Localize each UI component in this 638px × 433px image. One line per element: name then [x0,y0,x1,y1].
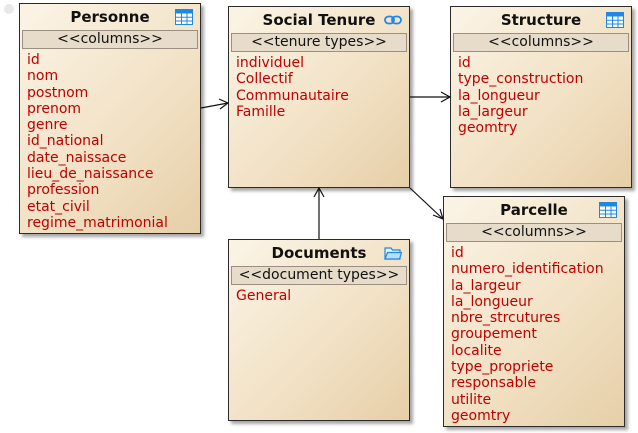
attribute-item: geomtry [458,120,518,137]
entity-structure[interactable]: Structure <<columns>> id type_constructi… [450,6,632,188]
attribute-item: postnom [27,84,89,101]
entity-parcelle[interactable]: Parcelle <<columns>> id numero_identific… [443,196,625,427]
attribute-item: General [236,288,292,304]
link-icon [384,15,402,25]
attribute-item: prenom [27,100,82,117]
attribute-list: id type_construction la_longueur la_larg… [451,55,631,136]
folder-icon [384,247,402,260]
arrowhead [440,91,452,103]
attribute-item: date_naissace [27,149,127,166]
attribute-item: la_longueur [451,293,533,310]
attribute-item: geomtry [451,407,511,424]
attribute-item: id [451,245,464,261]
entity-title-text: Documents [271,244,367,262]
stereotype-label: <<columns>> [453,33,629,52]
stereotype-label: <<tenure types>> [231,33,407,52]
edge-personne-to-social-tenure [200,102,229,109]
table-icon [175,9,193,25]
edge-social-tenure-to-parcelle [409,187,444,220]
arrowhead [313,186,325,198]
attribute-item: genre [27,117,68,134]
attribute-item: id_national [27,133,104,150]
entity-social-tenure[interactable]: Social Tenure <<tenure types>> individue… [228,6,410,188]
entity-title: Documents [229,240,409,266]
table-icon [606,12,624,28]
attribute-item: la_longueur [458,87,540,104]
attribute-item: groupement [451,326,537,343]
attribute-list: individuel Collectif Communautaire Famil… [229,55,409,120]
entity-title-text: Personne [70,8,150,26]
attribute-item: id [27,52,40,68]
entity-title: Social Tenure [229,7,409,33]
corner-marker [4,4,14,14]
entity-title: Personne [20,4,200,30]
attribute-item: la_largeur [451,277,521,294]
entity-personne[interactable]: Personne <<columns>> id nom postnom pren… [19,3,201,234]
attribute-item: Famille [236,103,286,120]
entity-title-text: Structure [500,11,582,29]
attribute-item: utilite [451,391,492,408]
attribute-item: type_propriete [451,359,554,376]
stereotype-label: <<columns>> [446,223,622,242]
attribute-list: General [229,288,409,304]
attribute-item: responsable [451,375,536,392]
attribute-item: Communautaire [236,87,349,104]
stereotype-label: <<document types>> [231,266,407,285]
attribute-item: lieu_de_naissance [27,166,154,183]
entity-title: Parcelle [444,197,624,223]
entity-title-text: Parcelle [500,201,568,219]
table-icon [599,202,617,218]
attribute-item: Collectif [236,71,293,88]
arrowhead [218,98,230,110]
attribute-list: id numero_identification la_largeur la_l… [444,245,624,424]
entity-documents[interactable]: Documents <<document types>> General [228,239,410,421]
attribute-item: individuel [236,55,304,71]
attribute-list: id nom postnom prenom genre id_national … [20,52,200,231]
attribute-item: id [458,55,471,71]
attribute-item: regime_matrimonial [27,214,168,231]
arrowhead [432,208,444,221]
attribute-item: type_construction [458,71,584,88]
stereotype-label: <<columns>> [22,30,198,49]
attribute-item: localite [451,342,502,359]
attribute-item: nbre_strcutures [451,310,561,327]
attribute-item: nom [27,68,59,85]
attribute-item: etat_civil [27,198,90,215]
attribute-item: la_largeur [458,103,528,120]
attribute-item: profession [27,182,100,199]
attribute-item: numero_identification [451,261,604,278]
entity-title-text: Social Tenure [262,11,376,29]
entity-title: Structure [451,7,631,33]
